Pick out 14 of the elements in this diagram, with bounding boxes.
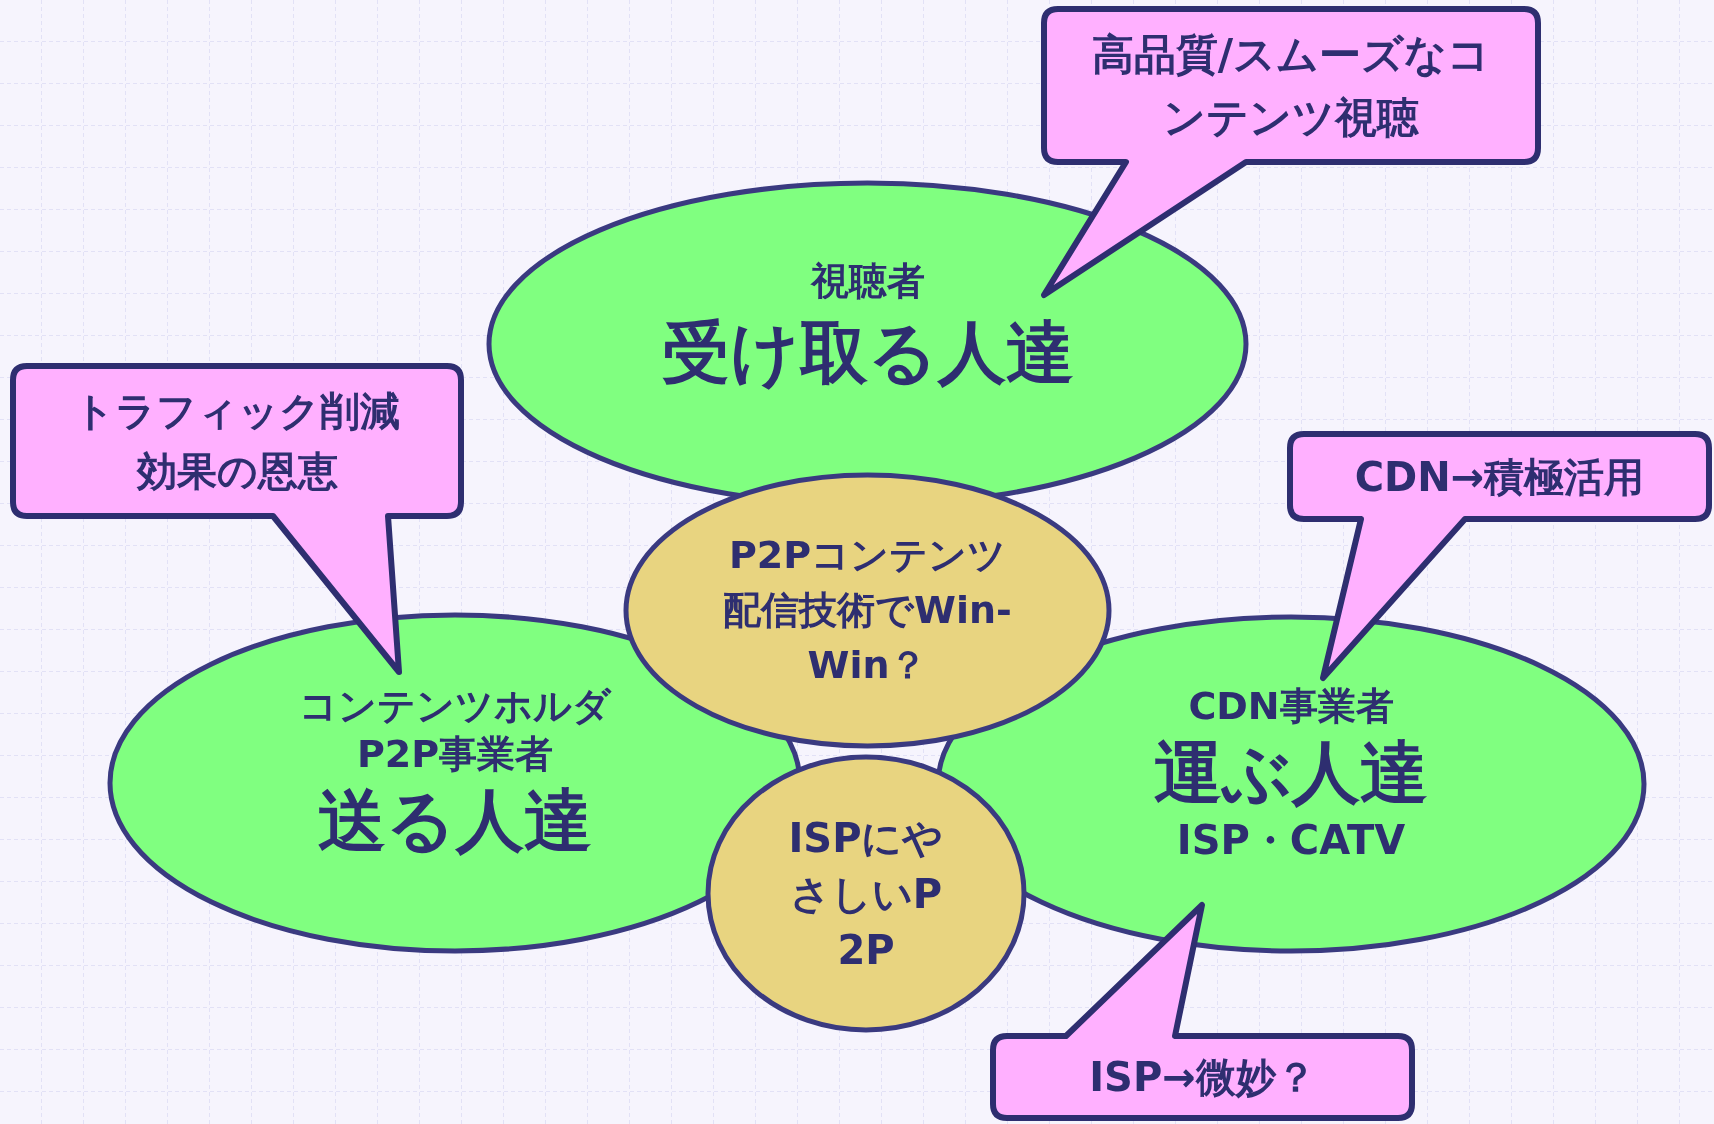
node-text: 運ぶ人達 — [1154, 732, 1428, 815]
node-text: CDN→積極活用 — [1354, 452, 1645, 502]
node-text: コンテンツホルダ — [299, 683, 611, 730]
node-text: 受け取る人達 — [661, 312, 1074, 394]
node-text: CDN事業者 — [1188, 682, 1394, 730]
node-text: ISP→微妙？ — [1089, 1053, 1316, 1102]
node-text: 送る人達 — [318, 780, 592, 862]
node-text: P2P事業者 — [356, 730, 554, 778]
node-text: トラフィック削減効果の恩恵 — [73, 387, 401, 496]
node-text: 視聴者 — [810, 258, 925, 305]
node-text: ISP・CATV — [1176, 816, 1406, 866]
node-text: 高品質/スムーズなコンテンツ視聴 — [1090, 28, 1492, 144]
node-text: P2Pコンテンツ配信技術でWin-Win？ — [722, 531, 1013, 690]
node-text: ISPにやさしいP2P — [787, 813, 945, 975]
